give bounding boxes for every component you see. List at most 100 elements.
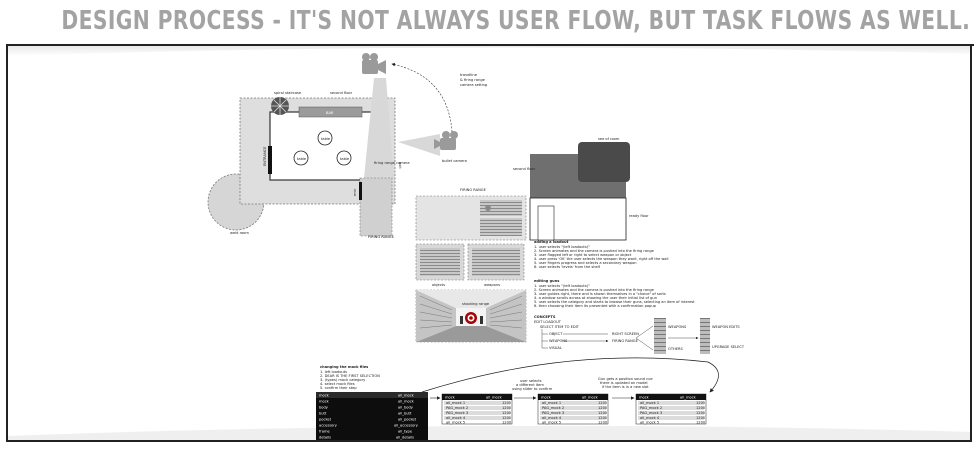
weapons-shelf <box>472 248 520 276</box>
weapons-label: weapons <box>484 283 500 287</box>
panel-row-label: all_mock 5 <box>640 421 659 425</box>
editing-guns-title: editing guns <box>534 279 559 283</box>
weapons-box-label: WEAPONS <box>668 325 687 329</box>
panel-row-value: 1200 <box>598 411 608 415</box>
objects-shelf <box>420 248 460 276</box>
menu-row[interactable]: butt all_butt <box>319 412 412 416</box>
loadout-menu-bg <box>316 392 428 440</box>
concepts-item: EDIT LOADOUT <box>534 320 562 324</box>
panel-row-label: PAG_mock 2 <box>542 406 564 410</box>
menu-row-value: all_mock <box>398 400 415 404</box>
table-1-label: table <box>321 137 331 141</box>
camera-note-1: travelline <box>460 73 478 77</box>
menu-row[interactable]: accessory all_accessory <box>319 424 419 428</box>
panel-row-label: all_mock 4 <box>542 416 562 420</box>
panel-row[interactable]: all_mock 5 1200 <box>638 421 706 425</box>
panel-header-value: all_mock <box>680 396 697 400</box>
panel-row-label: all_mock 1 <box>640 401 659 405</box>
page-title: DESIGN PROCESS - IT'S NOT ALWAYS USER FL… <box>61 6 970 36</box>
menu-row-value: all_butt <box>398 412 412 416</box>
table-3-label: table <box>340 157 350 161</box>
menu-row-value: all_mock <box>398 394 415 398</box>
second-floor-block-label: second floor <box>513 167 536 171</box>
adding-loadout-step: 5. user fingers progress and selects a s… <box>534 261 637 265</box>
table-1 <box>317 130 333 146</box>
bar-label: BAR <box>326 111 334 115</box>
title-rule <box>6 44 974 46</box>
exit-label: exit <box>398 162 402 169</box>
branch-visual: VISUAL <box>549 346 562 350</box>
panel-row-value: 1200 <box>696 421 706 425</box>
menu-row-value: all_pocket <box>398 418 417 422</box>
menu-row[interactable]: mock all_mock <box>316 392 428 398</box>
title-bar: DESIGN PROCESS - IT'S NOT ALWAYS USER FL… <box>0 0 980 46</box>
entrance-label: ENTRANCE <box>263 146 267 166</box>
panel-header-label: mock <box>639 396 650 400</box>
menu-row[interactable]: details all_details <box>319 436 414 440</box>
weapon-edits-box <box>700 318 710 354</box>
range-shelf-top <box>480 200 522 216</box>
step2-note-1: user selects <box>520 379 542 383</box>
panel-header-value: all_mock <box>582 396 599 400</box>
table-2 <box>293 150 309 166</box>
panel-row-value: 1200 <box>598 416 608 420</box>
menu-row[interactable]: body all_body <box>319 406 414 410</box>
panel-row[interactable]: all_mock 4 1200 <box>540 416 608 420</box>
concepts-tree <box>541 329 548 349</box>
objects-label: objects <box>432 283 445 287</box>
select-item: SELECT ITEM TO EDIT <box>540 325 580 329</box>
menu-notes-step: 2. DEAR IS THE FIRST SELECTION <box>320 374 380 378</box>
menu-row[interactable]: pocket all_pocket <box>319 418 417 422</box>
panel-row-value: 1200 <box>696 411 706 415</box>
panel-row-label: all_mock 4 <box>446 416 466 420</box>
branch-arrows <box>563 333 608 341</box>
panel-row-value: 1200 <box>598 421 608 425</box>
menu-row[interactable]: frame all_type <box>319 430 413 434</box>
panel-row-label: PAG_mock 2 <box>640 406 662 410</box>
camera-path-arrow <box>391 62 453 133</box>
panel-row-label: PAG_mock 3 <box>542 411 564 415</box>
floor-plan: weld room ENTRANCE BAR second floor spir… <box>207 53 487 239</box>
loadout-menu: mock all_mock mock all_mock body all_bod… <box>316 392 428 440</box>
range-target <box>485 205 491 211</box>
branch-target-firing-range: FIRING RANGE <box>612 339 639 343</box>
range-shelf-bottom <box>480 218 522 236</box>
adding-loadout-step: 1. user selects "(left loadouts)" <box>534 245 590 249</box>
menu-row[interactable]: mock all_mock <box>319 400 415 404</box>
shooting-range-label: shooting range <box>462 302 490 306</box>
bottom-flow: changing the mock files 1. left loadouts… <box>316 357 719 440</box>
range-block: FIRING RANGE second floor see of room re… <box>415 137 649 343</box>
upgrade-select-label: UPGRADE SELECT <box>712 345 745 349</box>
panel-row-label: all_mock 5 <box>446 421 465 425</box>
panel-row-label: PAG_mock 3 <box>446 411 468 415</box>
concepts-title: CONCEPTS <box>534 315 556 319</box>
spiral-staircase-label: spiral staircase <box>274 91 302 95</box>
adding-loadout-step: 6. user selects 'levels' from the shelf <box>534 265 601 269</box>
panel-row-value: 1200 <box>696 416 706 420</box>
branch-split <box>635 325 654 351</box>
panel-row[interactable]: PAG_mock 3 1200 <box>540 411 608 415</box>
design-process-diagram: weld room ENTRANCE BAR second floor spir… <box>8 46 970 440</box>
range-firing-label: FIRING RANGE <box>460 188 487 192</box>
menu-notes-step: 1. left loadouts <box>320 370 347 374</box>
menu-row-label: details <box>319 436 331 440</box>
diagram-frame: weld room ENTRANCE BAR second floor spir… <box>6 46 972 442</box>
editing-guns-step: 5. user selects the category and starts … <box>534 300 695 304</box>
panel-row-label: PAG_mock 2 <box>446 406 468 410</box>
bullet-camera-label: bullet camera <box>442 159 467 163</box>
ready-floor-door <box>537 205 555 241</box>
